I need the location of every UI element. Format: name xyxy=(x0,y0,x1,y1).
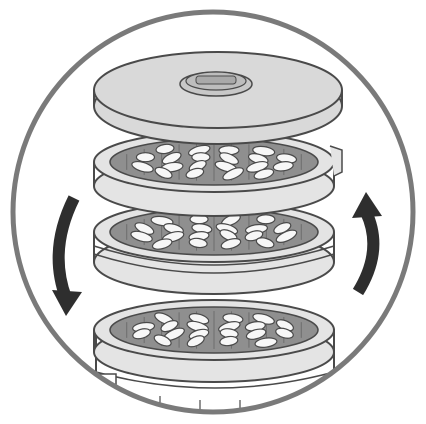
food-slice xyxy=(257,215,275,224)
tray-bottom xyxy=(94,300,334,382)
rotate-up-arrow-icon xyxy=(352,192,382,292)
food-slice xyxy=(136,153,154,162)
dehydrator-lid xyxy=(94,52,342,144)
lid-vent-knob xyxy=(180,72,252,96)
rotate-down-arrow-icon xyxy=(52,198,82,316)
